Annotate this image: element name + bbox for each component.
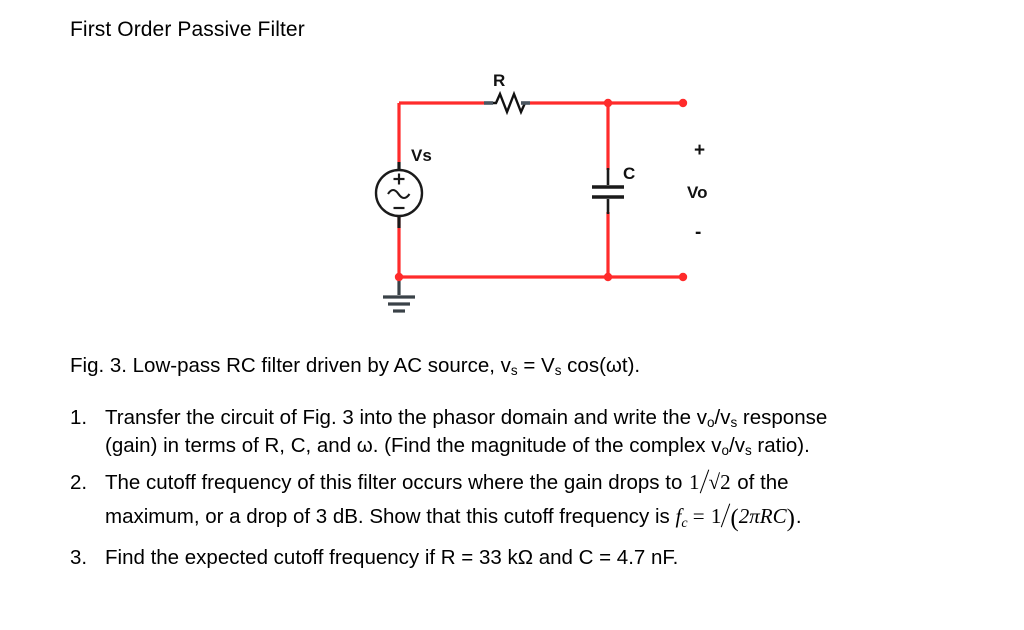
frac2-denominator: 2πRC bbox=[738, 503, 787, 528]
q1-l1-sub-s: s bbox=[730, 415, 738, 430]
question-1-line-2: (gain) in terms of R, C, and ω. (Find th… bbox=[105, 432, 1000, 460]
figure-caption: Fig. 3. Low-pass RC filter driven by AC … bbox=[70, 354, 640, 378]
formula-fc-subscript: c bbox=[681, 515, 688, 531]
fraction-one-over-sqrt-two: 1 √2 bbox=[688, 469, 732, 497]
q2-l1-b: of the bbox=[731, 470, 789, 494]
circuit-schematic-svg bbox=[374, 90, 688, 313]
caption-mid: = V bbox=[517, 354, 555, 377]
output-voltage-label: Vo bbox=[687, 183, 708, 202]
frac2-slash-icon bbox=[721, 506, 730, 526]
question-item-2: 2. The cutoff frequency of this filter o… bbox=[70, 469, 1000, 535]
terminal-dot-output-top bbox=[678, 98, 688, 108]
question-1-number: 1. bbox=[70, 406, 88, 429]
frac1-numerator: 1 bbox=[689, 469, 700, 494]
formula-fc-symbol: f bbox=[675, 503, 682, 528]
q1-l2-a: (gain) in terms of R, C, and ω. (Find th… bbox=[105, 433, 722, 457]
q1-l1-sub-o: o bbox=[707, 415, 715, 430]
question-1-line-1: Transfer the circuit of Fig. 3 into the … bbox=[105, 404, 1000, 432]
q1-l2-sub-s: s bbox=[744, 442, 752, 458]
caption-prefix: Fig. 3. Low-pass RC filter driven by AC … bbox=[70, 354, 511, 377]
terminal-dot-output-bottom bbox=[678, 272, 688, 282]
q2-l2-a: maximum, or a drop of 3 dB. Show that th… bbox=[105, 504, 676, 528]
q1-l2-b: /v bbox=[729, 433, 745, 457]
page-title: First Order Passive Filter bbox=[70, 18, 305, 41]
q2-l2-b: . bbox=[795, 504, 802, 528]
question-3-number: 3. bbox=[70, 546, 88, 570]
question-item-1: 1. Transfer the circuit of Fig. 3 into t… bbox=[70, 404, 1000, 460]
circuit-diagram-figure: R Vs C Vo + - bbox=[374, 71, 708, 313]
question-item-3: 3. Find the expected cutoff frequency if… bbox=[70, 544, 1000, 571]
output-polarity-minus-label: - bbox=[695, 222, 702, 243]
formula-equals: = bbox=[687, 503, 710, 528]
junction-dot-bottom bbox=[603, 272, 613, 282]
frac1-denominator-sqrt2: √2 bbox=[708, 469, 731, 494]
output-polarity-plus-label: + bbox=[694, 140, 706, 161]
question-2-line-1: The cutoff frequency of this filter occu… bbox=[105, 469, 1000, 497]
junction-dot-top bbox=[603, 98, 613, 108]
resistor-label: R bbox=[493, 71, 506, 90]
frac1-slash-icon bbox=[700, 472, 709, 492]
question-2-number: 2. bbox=[70, 470, 88, 494]
question-2-line-2: maximum, or a drop of 3 dB. Show that th… bbox=[105, 502, 1000, 535]
q1-l1-b: /v bbox=[714, 406, 731, 429]
frac2-numerator: 1 bbox=[710, 503, 722, 528]
q1-l1-a: Transfer the circuit of Fig. 3 into the … bbox=[105, 406, 708, 429]
capacitor-label: C bbox=[623, 164, 636, 183]
fraction-one-over-2pi-rc: 1 (2πRC) bbox=[710, 502, 796, 535]
q1-l2-c: ratio). bbox=[751, 433, 810, 457]
caption-subscript-2: s bbox=[554, 363, 562, 378]
caption-suffix: cos(ωt). bbox=[561, 354, 641, 377]
question-list: 1. Transfer the circuit of Fig. 3 into t… bbox=[70, 404, 1000, 580]
q1-l2-sub-o: o bbox=[721, 442, 729, 458]
ac-source-sine-icon bbox=[387, 188, 411, 200]
junction-dot-ground bbox=[394, 272, 404, 282]
frac2-close-paren: ) bbox=[786, 504, 795, 532]
q1-l1-c: response bbox=[737, 406, 828, 429]
ac-source-plus-icon bbox=[393, 173, 405, 185]
caption-subscript-1: s bbox=[510, 363, 518, 378]
q2-l1-a: The cutoff frequency of this filter occu… bbox=[105, 470, 689, 494]
source-label: Vs bbox=[411, 146, 432, 165]
question-3-line-1: Find the expected cutoff frequency if R … bbox=[105, 546, 679, 570]
frac2-open-paren: ( bbox=[730, 504, 739, 532]
